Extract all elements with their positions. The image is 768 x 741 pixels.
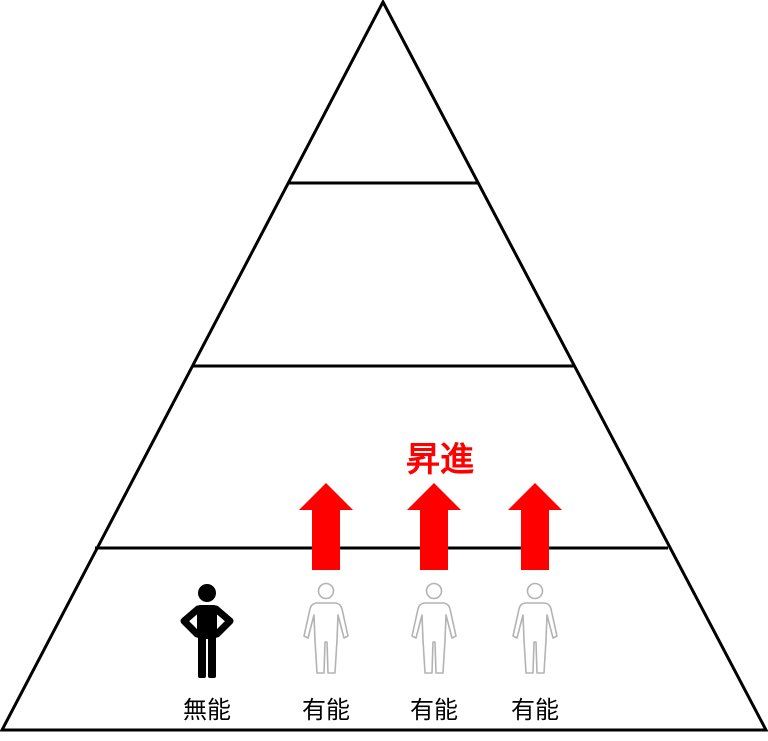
person-label-3: 有能: [410, 696, 458, 724]
competent-person-icon-2: [303, 582, 349, 674]
promotion-arrow-2: [299, 483, 353, 570]
person-figures: [180, 582, 558, 678]
person-label-2: 有能: [302, 696, 350, 724]
person-label-1: 無能: [183, 696, 231, 724]
person-label-4: 有能: [511, 696, 559, 724]
promotion-arrows: [299, 483, 562, 570]
competent-person-icon-3: [411, 582, 457, 674]
competent-person-icon-4: [512, 582, 558, 674]
promotion-arrow-4: [508, 483, 562, 570]
promotion-arrow-3: [407, 483, 461, 570]
promotion-label: 昇進: [406, 440, 474, 480]
incompetent-person-icon-1: [180, 584, 234, 678]
